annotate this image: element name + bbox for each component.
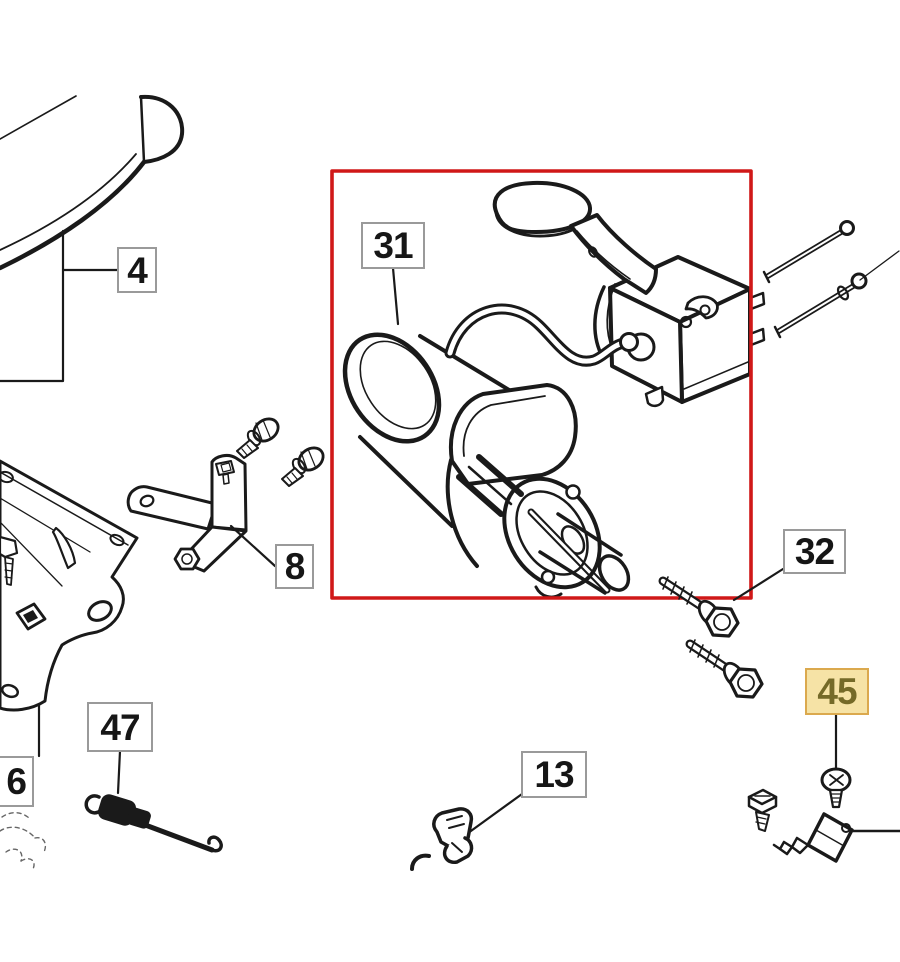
callout-4[interactable]: 4 (117, 247, 157, 293)
callout-47[interactable]: 47 (87, 702, 153, 752)
part-47-spring-drawing (84, 749, 223, 853)
callout-13[interactable]: 13 (521, 751, 587, 798)
callout-8[interactable]: 8 (275, 544, 314, 589)
callout-31[interactable]: 31 (361, 222, 425, 269)
leader-line-4 (0, 229, 119, 383)
leader-line-13 (462, 792, 524, 838)
leader-line-32 (732, 567, 785, 602)
part-31-starter-assembly-drawing (342, 180, 766, 599)
callout-32[interactable]: 32 (783, 529, 846, 574)
callout-45-highlighted[interactable]: 45 (805, 668, 869, 715)
switch-screw-drawing (747, 788, 778, 832)
leader-line-8 (229, 524, 277, 568)
part-45-screw-drawing (820, 712, 852, 809)
leader-line-47 (116, 749, 122, 795)
safety-switch-drawing (772, 812, 900, 863)
part-6-plate-drawing (0, 459, 139, 758)
selection-highlight-box (330, 169, 753, 600)
leader-line-31 (391, 266, 400, 326)
ghost-part-outline (0, 812, 47, 870)
part-32-bolts-drawing (658, 567, 785, 699)
callout-6[interactable]: 6 (0, 756, 34, 807)
part-8-bracket-drawing (126, 417, 325, 573)
leader-line-rods (859, 250, 900, 281)
part-13-clip-drawing (410, 792, 524, 871)
long-rods-drawing (762, 220, 900, 339)
part-4-panel-drawing (0, 94, 185, 383)
